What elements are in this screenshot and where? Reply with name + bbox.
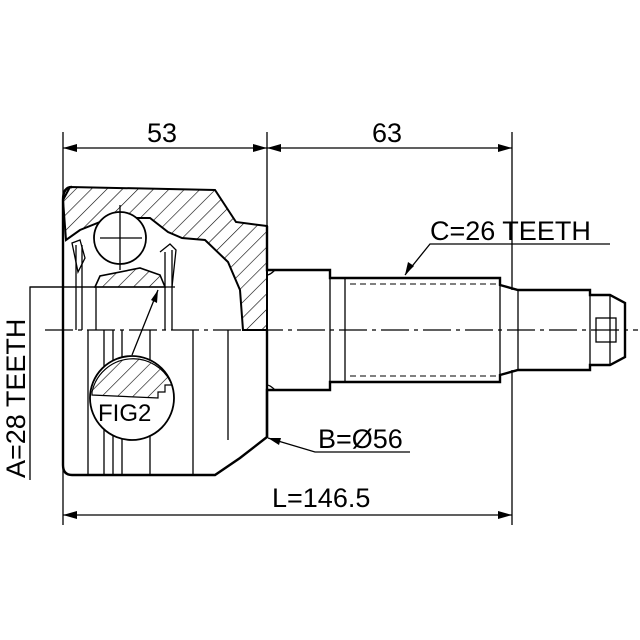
housing-section [61, 185, 268, 331]
dim-label-a: A=28 TEETH [1, 319, 31, 478]
dimension-line-63 [267, 144, 512, 152]
fig2-detail: FIG2 [89, 289, 175, 441]
inner-race-section [93, 267, 167, 288]
leader-a [29, 286, 96, 480]
dim-label-c: C=26 TEETH [430, 216, 591, 246]
shaft-outline [265, 226, 627, 437]
leader-b [267, 437, 410, 453]
dimension-line-53 [63, 144, 267, 152]
dim-label-63: 63 [372, 118, 402, 148]
dim-label-b: B=Ø56 [318, 424, 403, 454]
leader-c [404, 243, 610, 276]
dim-label-53: 53 [147, 118, 177, 148]
dim-label-l: L=146.5 [272, 483, 370, 513]
fig2-label: FIG2 [98, 400, 151, 427]
housing-outline [61, 185, 269, 477]
dimension-line-total [63, 511, 512, 519]
